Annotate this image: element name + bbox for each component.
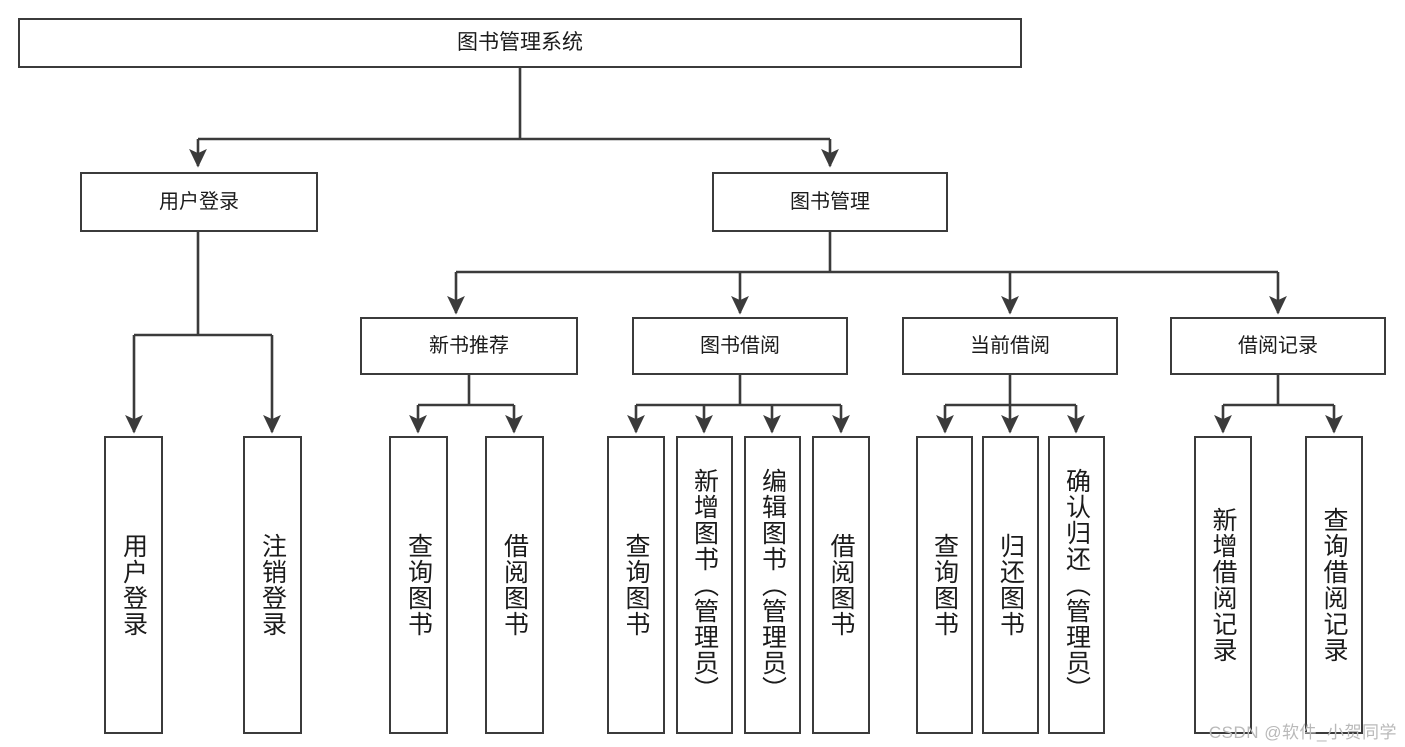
node-new-book-recommend[interactable]: 新书推荐 (360, 317, 578, 375)
node-user-login-label: 用户登录 (159, 190, 239, 213)
node-leaf-query-record-label: 查询借阅记录 (1320, 507, 1348, 663)
watermark: CSDN @软件_小贺同学 (1208, 723, 1397, 742)
node-borrow-record[interactable]: 借阅记录 (1170, 317, 1386, 375)
node-leaf-query-book-3[interactable]: 查询图书 (916, 436, 973, 734)
node-leaf-query-record[interactable]: 查询借阅记录 (1305, 436, 1363, 734)
node-book-manage[interactable]: 图书管理 (712, 172, 948, 232)
node-leaf-add-record[interactable]: 新增借阅记录 (1194, 436, 1252, 734)
node-leaf-add-book[interactable]: 新增图书（管理员） (676, 436, 733, 734)
node-root[interactable]: 图书管理系统 (18, 18, 1022, 68)
node-leaf-confirm-return-label: 确认归还（管理员） (1062, 468, 1091, 702)
node-leaf-user-login[interactable]: 用户登录 (104, 436, 163, 734)
node-leaf-borrow-book-2-label: 借阅图书 (827, 533, 855, 637)
node-leaf-confirm-return[interactable]: 确认归还（管理员） (1048, 436, 1105, 734)
node-current-borrow[interactable]: 当前借阅 (902, 317, 1118, 375)
node-leaf-add-record-label: 新增借阅记录 (1209, 507, 1237, 663)
node-leaf-query-book-1-label: 查询图书 (404, 533, 433, 637)
node-leaf-query-book-3-label: 查询图书 (930, 533, 959, 637)
node-leaf-borrow-book-1-label: 借阅图书 (500, 533, 529, 637)
node-leaf-user-login-label: 用户登录 (119, 533, 148, 637)
node-leaf-borrow-book-2[interactable]: 借阅图书 (812, 436, 870, 734)
node-leaf-query-book-2-label: 查询图书 (622, 533, 650, 637)
node-book-borrow[interactable]: 图书借阅 (632, 317, 848, 375)
node-book-borrow-label: 图书借阅 (700, 334, 780, 357)
node-leaf-return-book-label: 归还图书 (996, 533, 1025, 637)
node-leaf-add-book-label: 新增图书（管理员） (690, 468, 719, 702)
node-borrow-record-label: 借阅记录 (1238, 334, 1318, 357)
node-leaf-borrow-book-1[interactable]: 借阅图书 (485, 436, 544, 734)
node-leaf-edit-book[interactable]: 编辑图书（管理员） (744, 436, 801, 734)
node-root-label: 图书管理系统 (457, 31, 583, 55)
node-book-manage-label: 图书管理 (790, 190, 870, 213)
node-user-login[interactable]: 用户登录 (80, 172, 318, 232)
node-leaf-user-logout-label: 注销登录 (258, 533, 287, 637)
node-leaf-query-book-2[interactable]: 查询图书 (607, 436, 665, 734)
node-leaf-edit-book-label: 编辑图书（管理员） (758, 468, 787, 702)
node-leaf-return-book[interactable]: 归还图书 (982, 436, 1039, 734)
node-new-book-recommend-label: 新书推荐 (429, 334, 509, 357)
node-leaf-user-logout[interactable]: 注销登录 (243, 436, 302, 734)
node-current-borrow-label: 当前借阅 (970, 334, 1050, 357)
node-leaf-query-book-1[interactable]: 查询图书 (389, 436, 448, 734)
